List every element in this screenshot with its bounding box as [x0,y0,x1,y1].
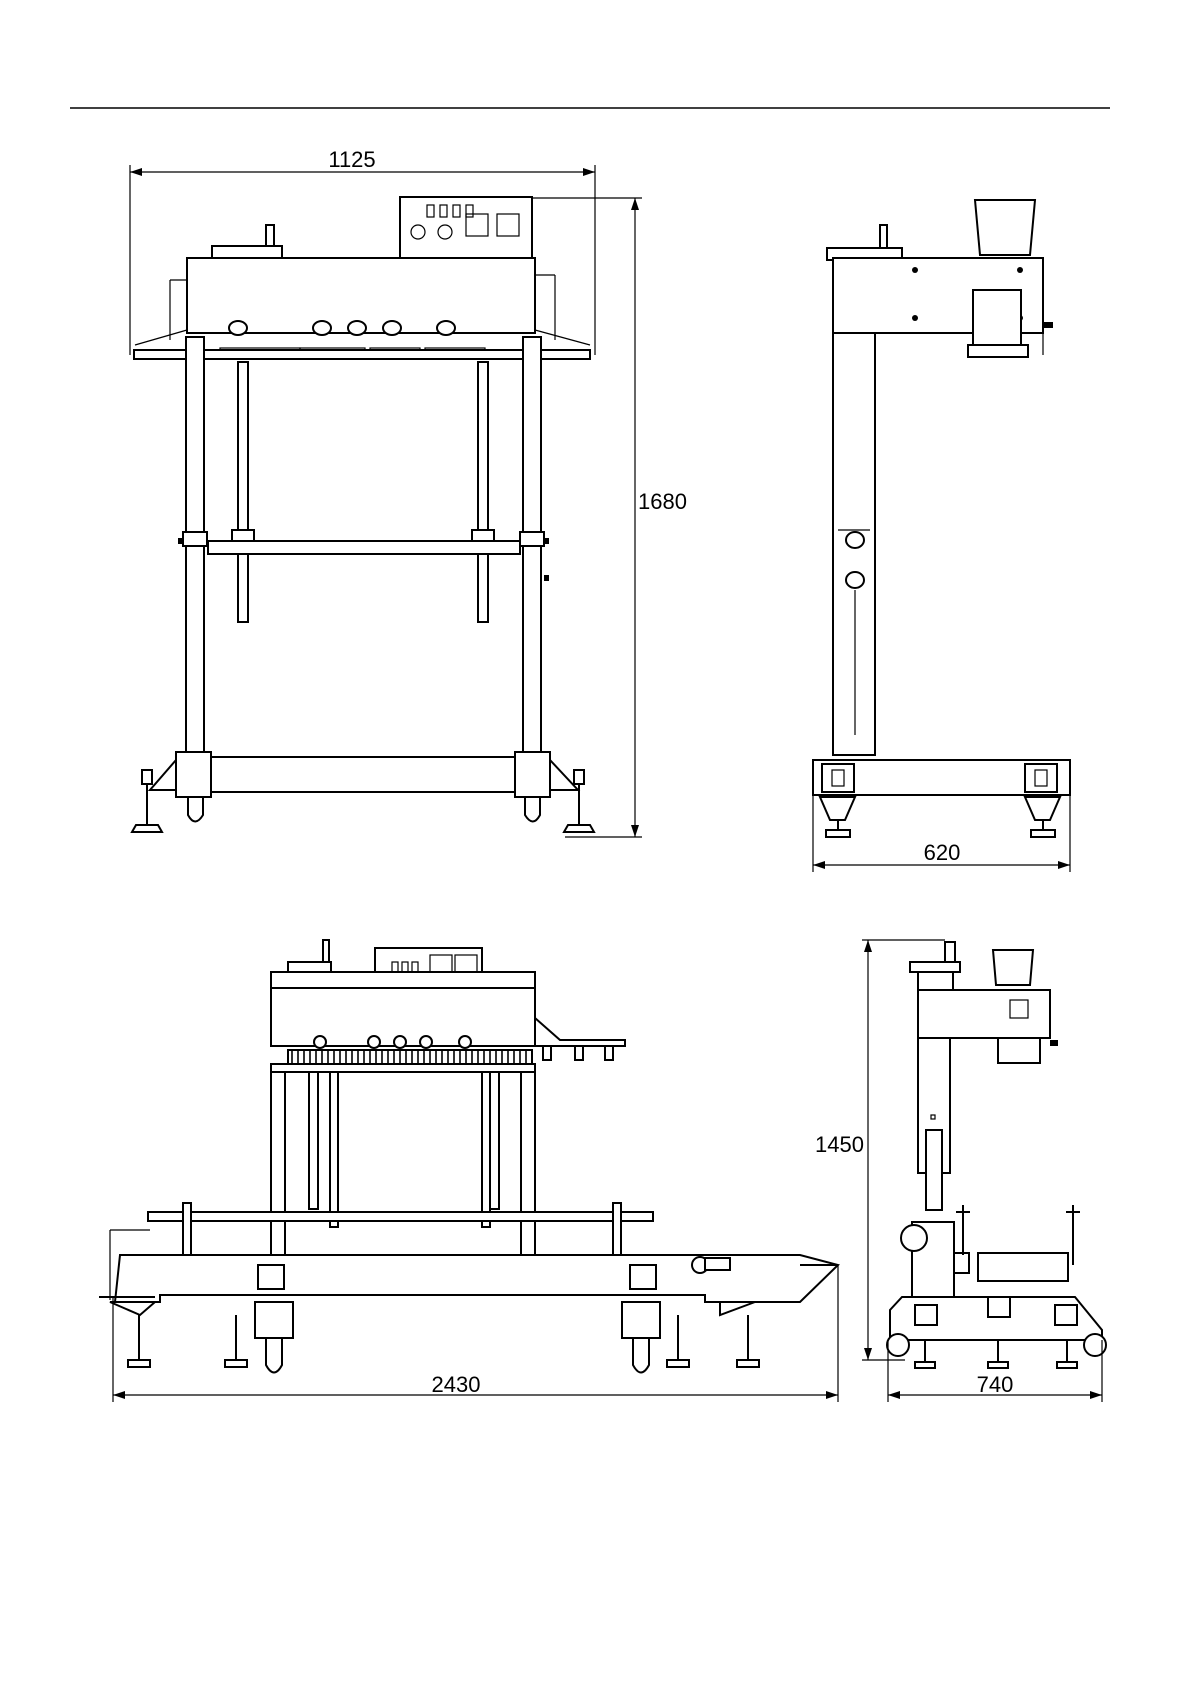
conveyor-front-view: 2430 [99,940,838,1402]
depth-dimension-label: 620 [924,840,961,865]
length-dimension-label: 2430 [432,1372,481,1397]
caster-icon [525,797,540,822]
guide-wheel-icon [383,321,401,335]
guide-wheel-icon [229,321,247,335]
conveyor-height-label: 1450 [815,1132,864,1157]
guide-wheel-icon [313,321,331,335]
leveling-feet [128,1315,759,1367]
conveyor-width-dimension: 740 [888,1340,1102,1402]
height-dimension: 1680 [530,198,687,837]
base-frame [176,757,550,792]
width-dimension-label: 1125 [328,147,375,172]
conveyor-width-label: 740 [977,1372,1014,1397]
hopper [975,200,1035,255]
conveyor-side-head [918,990,1050,1038]
middle-crossbar [208,541,520,554]
front-view: 1125 1680 [130,147,687,837]
side-view: 620 [813,200,1070,872]
height-dimension-label: 1680 [638,489,687,514]
caster-icon [1084,1334,1106,1356]
guide-wheel-icon [348,321,366,335]
conveyor-side-view: 1450 740 [815,940,1106,1402]
caster-icon [633,1338,649,1373]
caster-icon [887,1334,909,1356]
guide-rail [148,1212,653,1221]
caster-icon [188,797,203,822]
guide-wheel-icon [437,321,455,335]
caster-icon [266,1338,282,1373]
